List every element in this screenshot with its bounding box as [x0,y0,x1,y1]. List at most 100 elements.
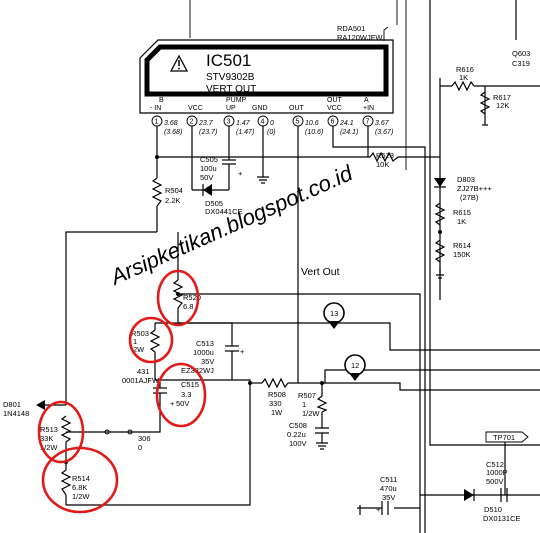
capacitor-c515: C515 3.3 50V + [153,380,199,408]
resistor-r616: R616 1K [451,65,475,92]
ic-pins: 1 3.68 (3.68) 2 23.7 (23.7) 3 1.47 (1.47… [151,115,393,136]
resistor-r617: R617 12K [479,91,511,115]
r514-value: 6.8K [72,483,87,492]
pin7-label-a: A [364,97,369,104]
d801-ref: D801 [3,400,21,409]
pin6-label-a: OUT [327,97,343,104]
wires [45,0,540,533]
r503-power: 2W [133,345,145,354]
c515-value: 3.3 [181,390,191,399]
d803-ref: D803 [457,175,475,184]
pin3-label-b: UP [226,105,236,112]
rda501-value: RA120WJFW [337,33,383,42]
callout-r520 [156,269,200,327]
pin2-number: 2 [190,119,194,126]
d505-value: DX0441CE [205,207,243,216]
svg-text:+: + [240,347,245,356]
resistor-r504: R504 2.2K [151,177,183,207]
pin6-label-b: VCC [327,105,342,112]
j306-ref: 306 [138,434,151,443]
rda501-label: RDA501 [337,24,365,33]
callout-r503 [128,316,174,364]
pin5-voltage: 10.6 [305,120,319,127]
r617-ref: R617 [493,93,511,102]
r514-ref: R514 [72,474,90,483]
r523-value: 10K [376,160,389,169]
c512-voltage: 500V [486,477,504,486]
pin4-voltage: 0 [270,120,274,127]
r507-power: 1/2W [302,409,320,418]
marker-12-label: 12 [351,361,359,370]
callout-c515 [155,362,207,428]
c508-ref: C508 [289,421,307,430]
c505-value: 100u [200,164,217,173]
diode-d801: D801 1N4148 [3,400,45,418]
svg-text:+: + [238,169,243,178]
r523-ref: R523 [376,151,394,160]
c512-ref: C512 [486,460,504,469]
marker-13-label: 13 [330,309,338,318]
pin2-voltage-alt: (23.7) [199,129,217,136]
ic-function: VERT OUT [206,84,256,95]
jumper-306: 306 0 [104,429,151,452]
pin1-voltage: 3.68 [164,120,178,127]
resistor-r523: R523 10K [369,151,399,169]
resistor-r513: R513 33K 1/2W [40,415,72,455]
x431-ref: 431 [137,367,150,376]
capacitor-c511: + C511 470u 35V [376,475,397,515]
ic-pin-labels: B - IN VCC PUMP UP GND OUT OUT VCC A +IN [150,97,374,112]
r617-value: 12K [496,101,509,110]
r508-value: 330 [269,399,282,408]
d801-value: 1N4148 [3,409,29,418]
capacitor-c505: C505 100u 50V + [200,155,243,182]
pin6-voltage-alt: (24.1) [340,129,358,136]
d803-part: ZJ27B+++ [457,184,492,193]
ic-part: STV9302B [206,72,255,83]
c513-voltage: 35V [201,357,214,366]
warning-triangle-icon [169,54,189,72]
diode-d510: D510 DX0131CE [464,489,521,523]
resistor-r615: R615 1K [434,202,471,234]
pin7-voltage-alt: (3.67) [375,129,393,136]
c505-voltage: 50V [200,173,213,182]
ic-ref: IC501 [206,51,251,70]
r614-ref: R614 [453,241,471,250]
capacitor-c513: + C513 1000u 35V EZ332WJ [181,339,245,375]
q603-ref: Q603 [512,49,530,58]
c512-value: 1000P [486,468,508,477]
net-label-vert-out: Vert Out [301,266,340,278]
pin7-voltage: 3.67 [375,120,390,127]
d510-value: DX0131CE [483,514,521,523]
pin3-label-a: PUMP [226,97,247,104]
zener-d803: D803 ZJ27B+++ (27B) [434,175,492,202]
c508-value: 0.22u [287,430,306,439]
r520-value: 6.8 [183,302,193,311]
tp701-label: TP701 [493,433,515,442]
capacitor-c508: C508 0.22u 100V [287,421,307,448]
resistor-r507: R507 1 1/2W [298,381,328,418]
pin1-number: 1 [155,119,159,126]
marker-12: 12 [344,354,366,381]
r520-ref: R520 [183,293,201,302]
pin4-voltage-alt: (0) [267,129,276,136]
r616-ref: R616 [456,65,474,74]
c511-value: 470u [380,484,397,493]
r513-value: 33K [40,434,53,443]
r507-value: 1 [302,400,306,409]
r514-power: 1/2W [72,492,90,501]
r616-value: 1K [459,73,468,82]
callout-r514 [41,446,119,514]
pin3-voltage-alt: (1.47) [236,129,254,136]
svg-text:+: + [376,505,381,514]
pin1-voltage-alt: (3.68) [164,129,182,136]
pin4-label: GND [252,105,268,112]
resistor-r503: R503 1 2W [131,329,161,354]
marker-13: 13 [323,302,345,329]
pin7-label-b: +IN [363,105,374,112]
pin5-number: 5 [296,119,300,126]
d505-ref: D505 [205,199,223,208]
pin4-number: 4 [261,119,265,126]
r513-power: 1/2W [40,443,58,452]
r504-ref: R504 [165,186,183,195]
